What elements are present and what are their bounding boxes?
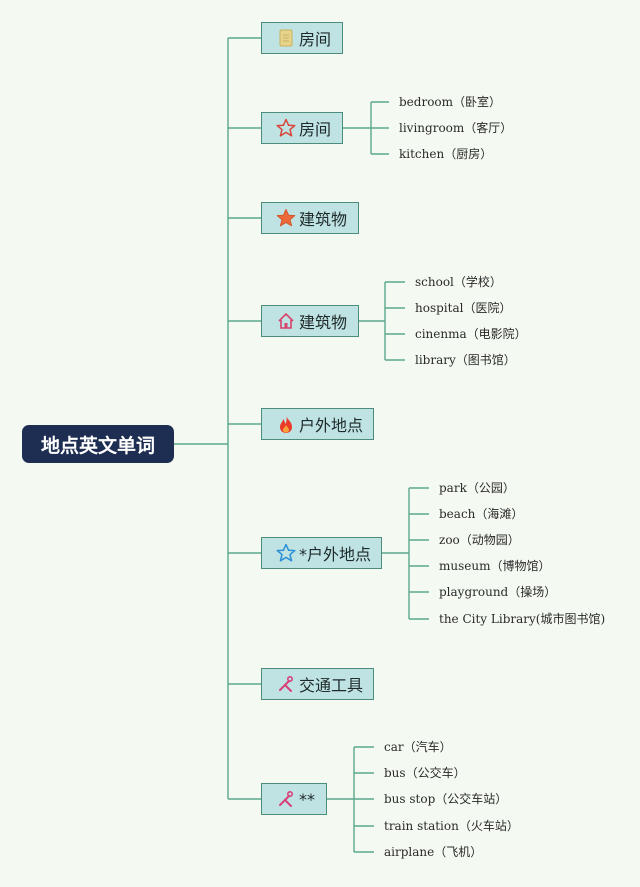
leaf-item[interactable]: cinenma（电影院） [415,327,527,341]
branch-label: 建筑物 [299,210,348,229]
branch-label: 房间 [299,30,332,49]
leaf-item[interactable]: train station（火车站） [384,819,519,833]
tools-icon [276,789,296,809]
branch-node-5[interactable]: 户外地点 [261,408,374,440]
leaf-item[interactable]: beach（海滩） [439,507,524,521]
leaf-item[interactable]: kitchen（厨房） [399,147,493,161]
branch-label: 建筑物 [299,313,348,332]
leaf-item[interactable]: bus stop（公交车站） [384,792,508,806]
tools-icon [276,674,296,694]
branch-node-1[interactable]: 房间 [261,22,343,54]
star-outline-icon [276,118,296,138]
leaf-item[interactable]: car（汽车） [384,740,452,754]
branch-label: *户外地点 [299,545,372,564]
leaf-item[interactable]: playground（操场） [439,585,557,599]
branch-label: 户外地点 [299,416,364,435]
leaf-item[interactable]: zoo（动物园） [439,533,520,547]
leaf-item[interactable]: school（学校） [415,275,502,289]
star-outline-icon [276,543,296,563]
leaf-item[interactable]: museum（博物馆） [439,559,551,573]
branch-node-2[interactable]: 房间 [261,112,343,144]
branch-node-7[interactable]: 交通工具 [261,668,374,700]
leaf-item[interactable]: bus（公交车） [384,766,466,780]
branch-node-8[interactable]: ** [261,783,327,815]
star-filled-icon [276,208,296,228]
branch-node-3[interactable]: 建筑物 [261,202,359,234]
branch-label: ** [299,789,315,809]
root-topic[interactable]: 地点英文单词 [22,425,174,463]
leaf-item[interactable]: livingroom（客厅） [399,121,513,135]
branch-node-6[interactable]: *户外地点 [261,537,382,569]
leaf-item[interactable]: the City Library(城市图书馆) [439,612,606,626]
leaf-item[interactable]: airplane（飞机） [384,845,483,859]
house-icon [276,311,296,331]
branch-node-4[interactable]: 建筑物 [261,305,359,337]
branch-label: 交通工具 [299,676,364,695]
document-icon [276,28,296,48]
leaf-item[interactable]: hospital（医院） [415,301,512,315]
branch-label: 房间 [299,120,332,139]
leaf-item[interactable]: park（公园） [439,481,515,495]
leaf-item[interactable]: library（图书馆） [415,353,516,367]
flame-icon [276,414,296,434]
leaf-item[interactable]: bedroom（卧室） [399,95,502,109]
